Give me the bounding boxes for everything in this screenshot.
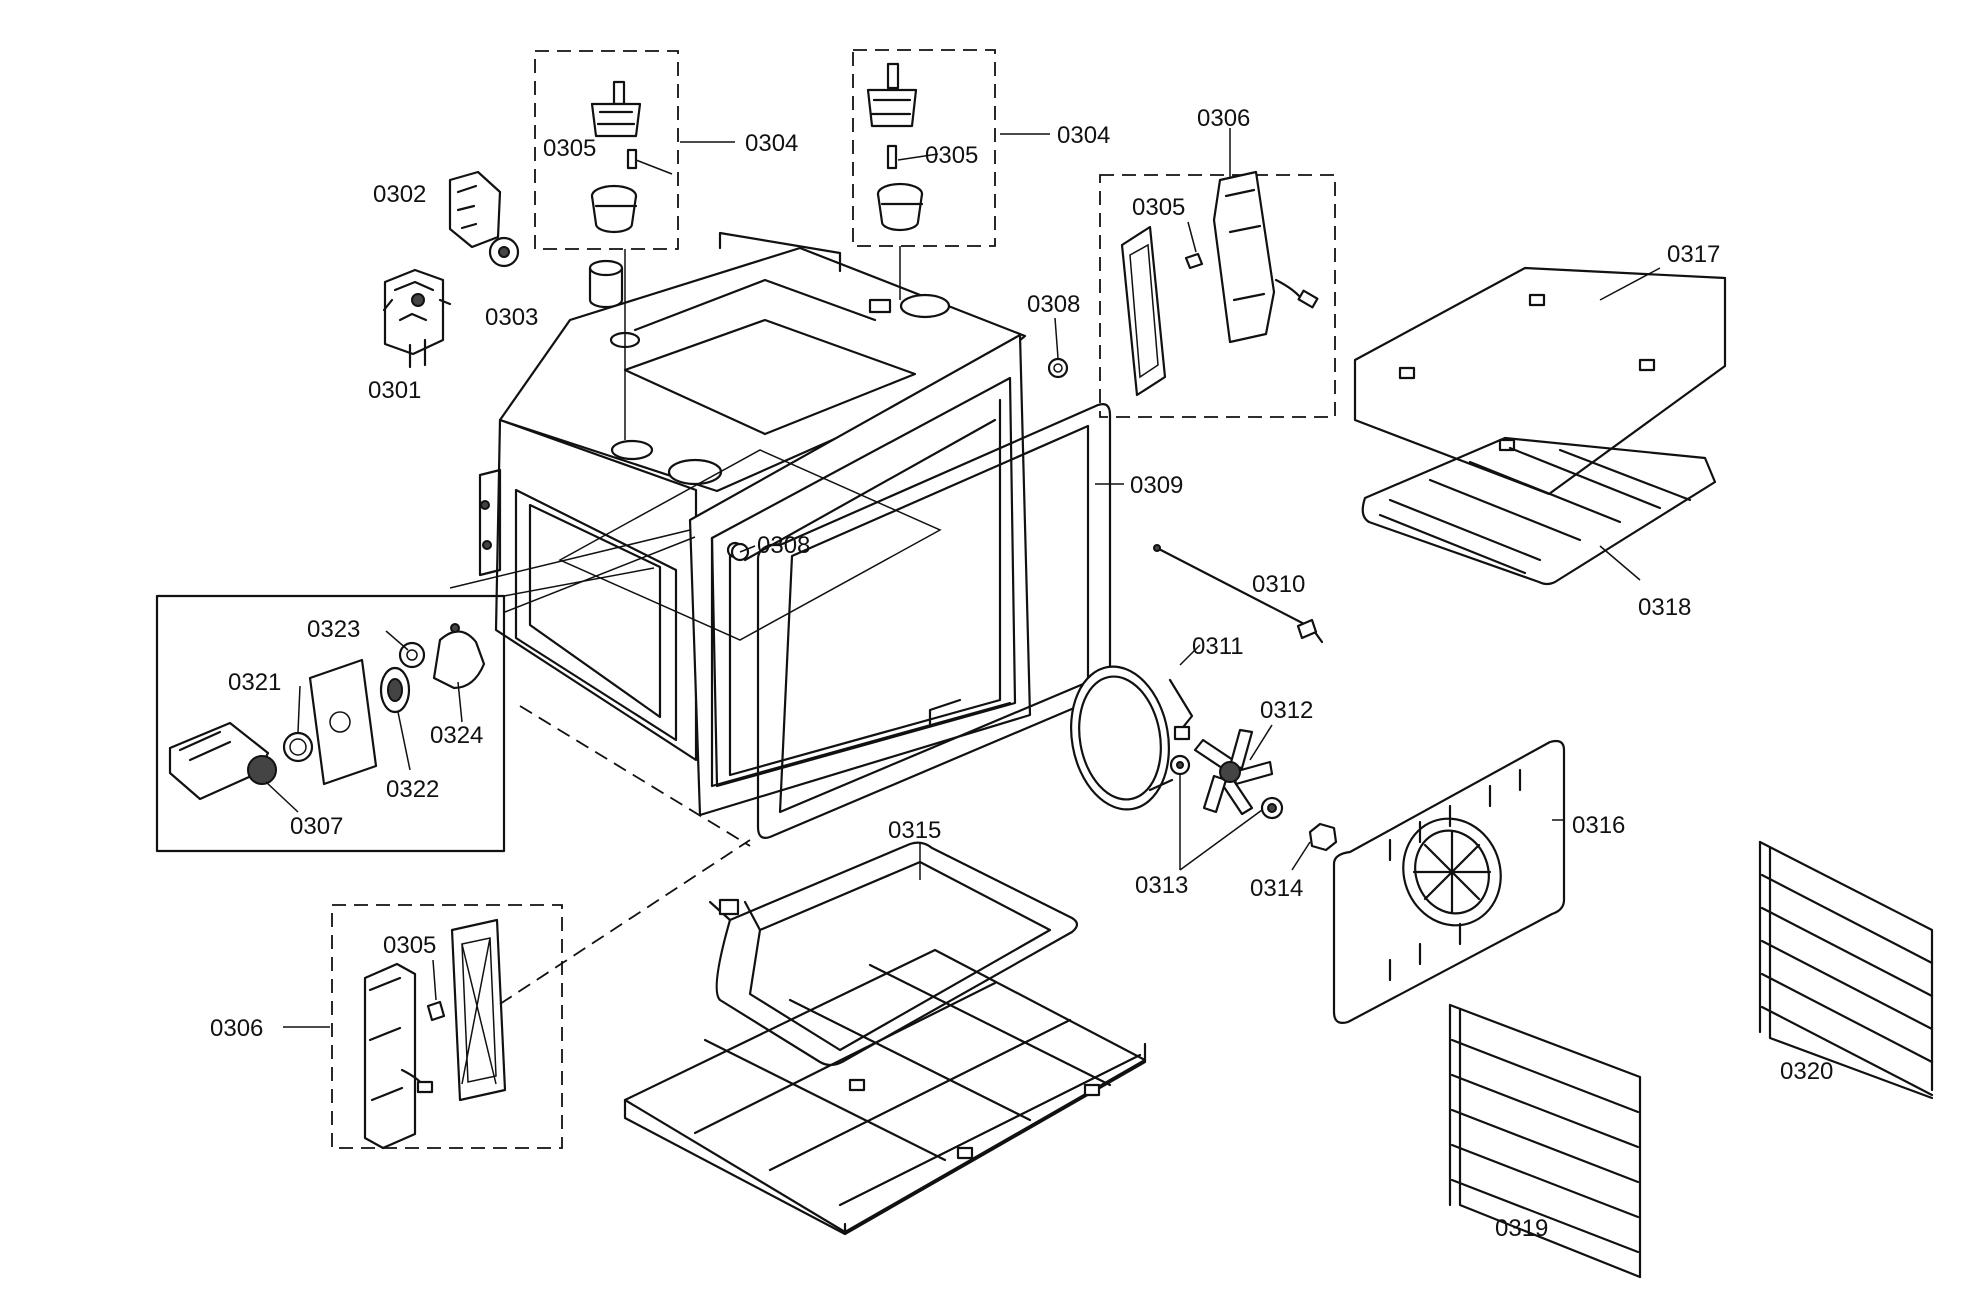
part-0314-nut xyxy=(1308,822,1338,852)
latch-inset-box xyxy=(155,567,655,853)
part-0312-fan-blade xyxy=(1193,728,1274,816)
label-0317: 0317 xyxy=(1667,241,1720,268)
label-0308-top: 0308 xyxy=(1027,291,1080,318)
part-0317-top-plate xyxy=(1353,266,1727,496)
label-0318: 0318 xyxy=(1638,594,1691,621)
part-0303-socket xyxy=(588,259,624,309)
label-0305-lamp-right: 0305 xyxy=(925,142,978,169)
label-0321: 0321 xyxy=(228,669,281,696)
label-0311: 0311 xyxy=(1192,633,1244,660)
lamp-assembly-left-box xyxy=(534,50,679,250)
part-0313-washer-nut xyxy=(1169,754,1284,820)
label-0320: 0320 xyxy=(1780,1058,1833,1085)
label-0314: 0314 xyxy=(1250,875,1303,902)
label-0301: 0301 xyxy=(368,377,421,404)
part-0315-bake-element xyxy=(623,841,1147,1236)
part-0310-temperature-sensor xyxy=(1153,544,1324,644)
label-0304-left: 0304 xyxy=(745,130,798,157)
part-0319-side-rack-left xyxy=(1448,1003,1642,1279)
part-0301-motor-lock xyxy=(382,268,452,369)
label-0323: 0323 xyxy=(307,616,360,643)
label-0307: 0307 xyxy=(290,813,343,840)
label-0322: 0322 xyxy=(386,776,439,803)
vent-assembly-bottom-box xyxy=(331,705,751,1150)
label-0310: 0310 xyxy=(1252,571,1305,598)
part-0311-fan-ring xyxy=(1070,665,1194,811)
label-0316: 0316 xyxy=(1572,812,1625,839)
label-0306-top: 0306 xyxy=(1197,105,1250,132)
label-0309: 0309 xyxy=(1130,472,1183,499)
label-0306-bottom: 0306 xyxy=(210,1015,263,1042)
label-0304-right: 0304 xyxy=(1057,122,1110,149)
label-0312: 0312 xyxy=(1260,697,1313,724)
label-0302: 0302 xyxy=(373,181,426,208)
label-0308-front: 0308 xyxy=(757,532,810,559)
label-0324: 0324 xyxy=(430,722,483,749)
label-0319: 0319 xyxy=(1495,1215,1548,1242)
part-0320-side-rack-right xyxy=(1758,840,1934,1100)
label-0305-vent-top: 0305 xyxy=(1132,194,1185,221)
part-0302-switch xyxy=(448,170,520,268)
label-0305-lamp-left: 0305 xyxy=(543,135,596,162)
part-0316-convection-cover xyxy=(1332,739,1566,1024)
part-labels: 0301 0302 0303 0304 0304 0305 0305 0305 … xyxy=(210,105,1833,1242)
part-0318-broil-element xyxy=(1361,436,1717,586)
lamp-assembly-right-box xyxy=(852,49,996,247)
label-0305-vent-bottom: 0305 xyxy=(383,932,436,959)
label-0313: 0313 xyxy=(1135,872,1188,899)
vent-assembly-top-box xyxy=(1099,170,1336,418)
label-0303: 0303 xyxy=(485,304,538,331)
leader-lines xyxy=(265,128,1661,1028)
label-0315: 0315 xyxy=(888,817,941,844)
part-0308-fastener-top xyxy=(1047,357,1069,379)
oven-cavity xyxy=(449,231,1032,817)
